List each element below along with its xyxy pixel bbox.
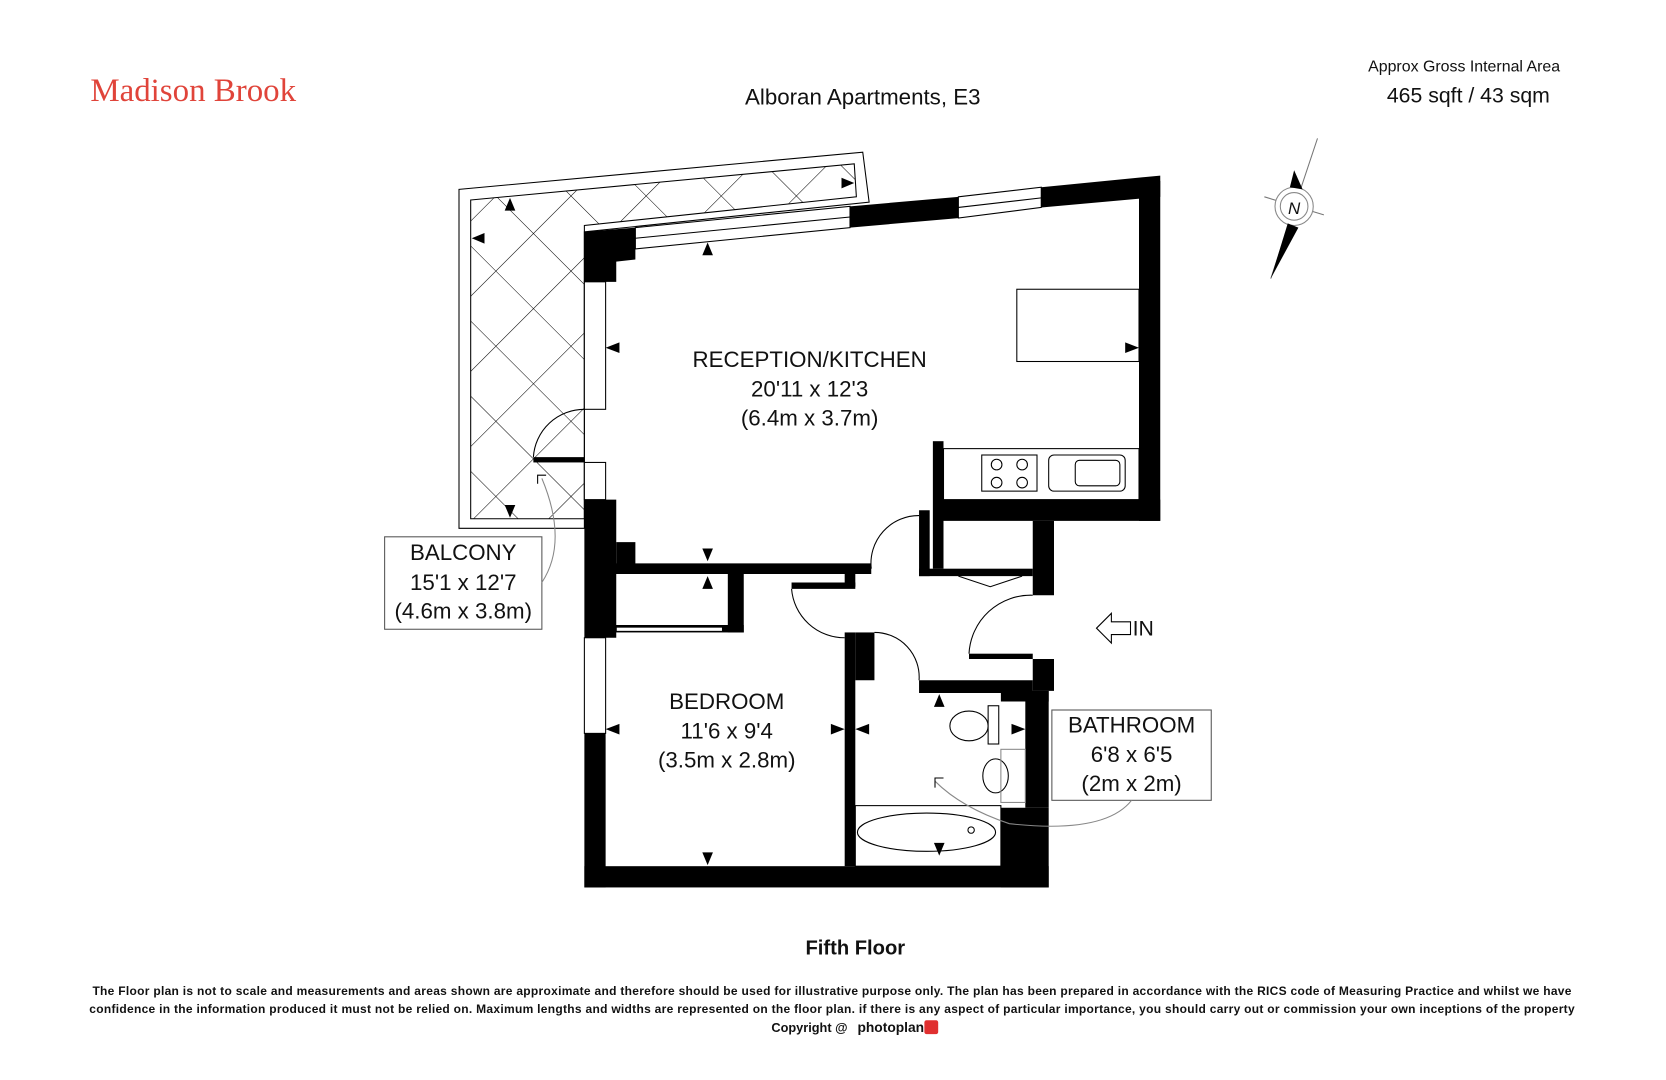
svg-text:IN: IN [1133,617,1154,641]
svg-text:(3.5m x 2.8m): (3.5m x 2.8m) [658,747,796,772]
dimension-arrows [471,177,1139,866]
svg-text:RECEPTION/KITCHEN: RECEPTION/KITCHEN [693,347,927,372]
copyright: Copyright @ photoplan [771,1019,939,1035]
svg-text:(2m x 2m): (2m x 2m) [1081,771,1181,796]
svg-text:11'6 x 9'4: 11'6 x 9'4 [681,719,773,744]
walls [533,175,1161,888]
hob-icon [981,454,1038,492]
svg-text:6'8 x 6'5: 6'8 x 6'5 [1091,742,1173,767]
kitchen-fittings [942,288,1140,501]
room-label-bedroom: BEDROOM 11'6 x 9'4 (3.5m x 2.8m) [658,689,796,772]
room-label-bathroom: BATHROOM 6'8 x 6'5 (2m x 2m) [934,709,1212,827]
room-label-balcony: BALCONY 15'1 x 12'7 (4.6m x 3.8m) [384,474,556,630]
svg-text:(6.4m x 3.7m): (6.4m x 3.7m) [741,405,879,430]
bath-icon [856,812,997,852]
sink-icon [1048,454,1126,492]
toilet-icon [949,710,989,742]
floor-label: Fifth Floor [805,937,905,959]
svg-text:(4.6m x 3.8m): (4.6m x 3.8m) [394,599,532,624]
doors [532,408,1033,681]
property-title: Alboran Apartments, E3 [745,84,980,109]
photoplan-logo-icon [924,1020,939,1035]
svg-text:Copyright @: Copyright @ [771,1020,847,1035]
svg-text:BATHROOM: BATHROOM [1068,712,1195,737]
bathroom-fittings [854,705,1026,867]
brand-logo: Madison Brook [90,73,296,109]
svg-text:15'1 x 12'7: 15'1 x 12'7 [410,570,516,595]
entrance-marker: IN [1095,612,1154,645]
area-label: Approx Gross Internal Area [1368,58,1560,75]
balcony-area [458,151,870,529]
room-label-reception-kitchen: RECEPTION/KITCHEN 20'11 x 12'3 (6.4m x 3… [693,347,927,430]
svg-text:BEDROOM: BEDROOM [669,689,784,714]
disclaimer-line-1: The Floor plan is not to scale and measu… [92,984,1571,998]
arrow-left-icon [1095,612,1132,645]
svg-text:20'11 x 12'3: 20'11 x 12'3 [751,377,868,402]
basin-icon [982,758,1009,794]
area-value: 465 sqft / 43 sqm [1387,83,1550,107]
north-compass-icon: N [1264,138,1325,279]
svg-text:BALCONY: BALCONY [410,540,517,565]
disclaimer-line-2: confidence in the information produced i… [89,1002,1575,1016]
svg-text:N: N [1288,199,1301,218]
svg-text:photoplan: photoplan [857,1019,924,1035]
